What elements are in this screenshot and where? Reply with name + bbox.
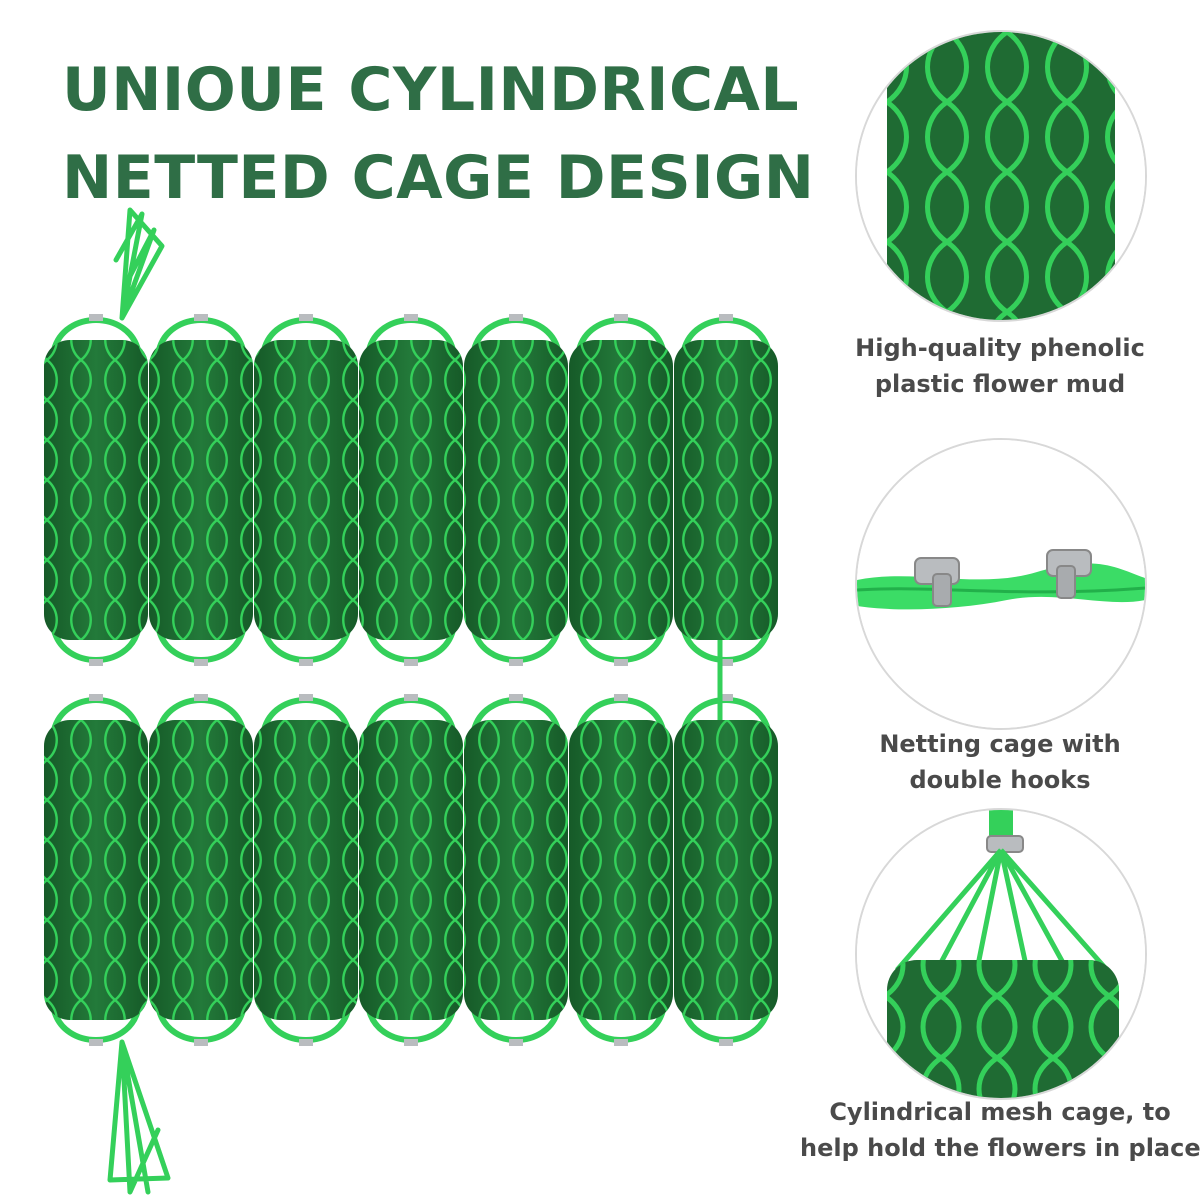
foam-brick [359, 314, 463, 666]
hook-clip-right [1046, 549, 1092, 599]
foam-brick [44, 694, 148, 1046]
foam-brick [254, 314, 358, 666]
headline: UNIOUE CYLINDRICAL NETTED CAGE DESIGN [62, 46, 822, 222]
foam-brick [149, 694, 253, 1046]
foam-brick [674, 314, 778, 666]
foam-brick [464, 314, 568, 666]
net-tail-bottom [107, 1039, 171, 1195]
foam-brick [254, 694, 358, 1046]
net-tail-top [113, 207, 165, 321]
hook-clip-left [914, 557, 960, 607]
foam-closeup-circle [855, 30, 1147, 322]
headline-line-1: UNIOUE CYLINDRICAL [62, 55, 800, 125]
foam-brick [674, 694, 778, 1046]
foam-brick [464, 694, 568, 1046]
foam-brick [359, 694, 463, 1046]
feature-caption-2: Netting cage with double hooks [879, 730, 1121, 794]
headline-line-2: NETTED CAGE DESIGN [62, 143, 815, 213]
foam-brick [44, 314, 148, 666]
foam-brick [569, 314, 673, 666]
feature-caption-3: Cylindrical mesh cage, to help hold the … [800, 1098, 1200, 1162]
foam-bricks-image [44, 207, 778, 1195]
mesh-cage-circle [855, 808, 1147, 1100]
foam-brick [149, 314, 253, 666]
double-hooks-circle [855, 438, 1147, 730]
foam-brick [569, 694, 673, 1046]
foam-brick-rows [44, 314, 778, 1046]
feature-caption-1: High-quality phenolic plastic flower mud [855, 334, 1145, 398]
